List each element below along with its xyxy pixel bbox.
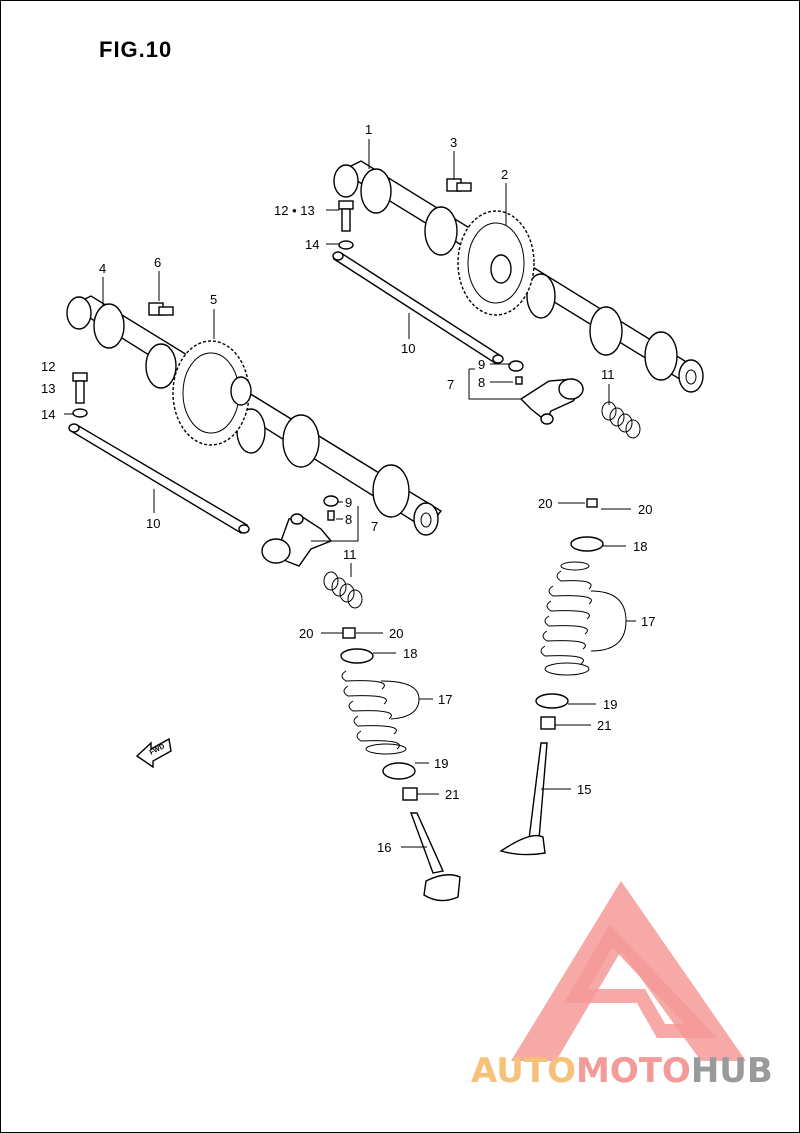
watermark-part-c: HUB (690, 1051, 773, 1091)
valve-assembly-right (499, 498, 604, 856)
rocker-spring-right (601, 401, 641, 439)
rocker-shaft-right (332, 251, 504, 364)
label-20-right-b: 20 (638, 502, 652, 517)
label-19-right: 19 (603, 697, 617, 712)
label-2: 2 (501, 167, 508, 182)
label-9-right: 9 (478, 357, 485, 372)
bolt-12-13-top (338, 200, 354, 250)
label-17-right: 17 (641, 614, 655, 629)
label-21-right: 21 (597, 718, 611, 733)
label-19-left: 19 (434, 756, 448, 771)
label-15: 15 (577, 782, 591, 797)
watermark-text: AUTOMOTOHUB (471, 1051, 773, 1091)
label-20-left-a: 20 (299, 626, 313, 641)
rocker-arm-right (508, 360, 584, 425)
label-3: 3 (450, 135, 457, 150)
watermark-part-a: AUTO (471, 1051, 576, 1091)
rocker-arm-left (261, 495, 339, 567)
label-8-left: 8 (345, 512, 352, 527)
label-4: 4 (99, 261, 106, 276)
label-8-right: 8 (478, 375, 485, 390)
label-20-left-b: 20 (389, 626, 403, 641)
sprocket-left (172, 340, 252, 446)
label-13-left: 13 (41, 381, 55, 396)
label-14-left: 14 (41, 407, 55, 422)
label-10-left: 10 (146, 516, 160, 531)
bolt-12-13-left (72, 372, 88, 418)
figure-title: FIG.10 (99, 37, 173, 62)
bolt-left (148, 302, 174, 316)
label-18-right: 18 (633, 539, 647, 554)
label-7-left: 7 (371, 519, 378, 534)
sprocket-right (457, 210, 535, 316)
label-21-left: 21 (445, 787, 459, 802)
label-7-right: 7 (447, 377, 454, 392)
watermark-part-b: MOTO (575, 1051, 691, 1091)
part-labels: 1 3 2 12 • 13 14 10 9 8 7 11 4 6 5 12 13… (41, 122, 655, 855)
fwd-arrow-icon: FWD (135, 737, 172, 769)
bolt-right (446, 178, 472, 192)
label-20-right-a: 20 (538, 496, 552, 511)
label-16: 16 (377, 840, 391, 855)
label-12-left: 12 (41, 359, 55, 374)
label-6: 6 (154, 255, 161, 270)
label-1: 1 (365, 122, 372, 137)
label-12-13-top: 12 • 13 (274, 203, 315, 218)
label-18-left: 18 (403, 646, 417, 661)
rocker-shaft-left (68, 423, 250, 534)
label-9-left: 9 (345, 495, 352, 510)
camshaft-left (66, 295, 443, 536)
rocker-spring-left (323, 571, 363, 609)
label-10-right: 10 (401, 341, 415, 356)
label-11-right: 11 (601, 367, 615, 382)
valve-assembly-left (340, 627, 461, 902)
label-5: 5 (210, 292, 217, 307)
label-17-left: 17 (438, 692, 452, 707)
label-14-top: 14 (305, 237, 319, 252)
leader-lines (64, 139, 636, 848)
label-11-left: 11 (343, 547, 357, 562)
